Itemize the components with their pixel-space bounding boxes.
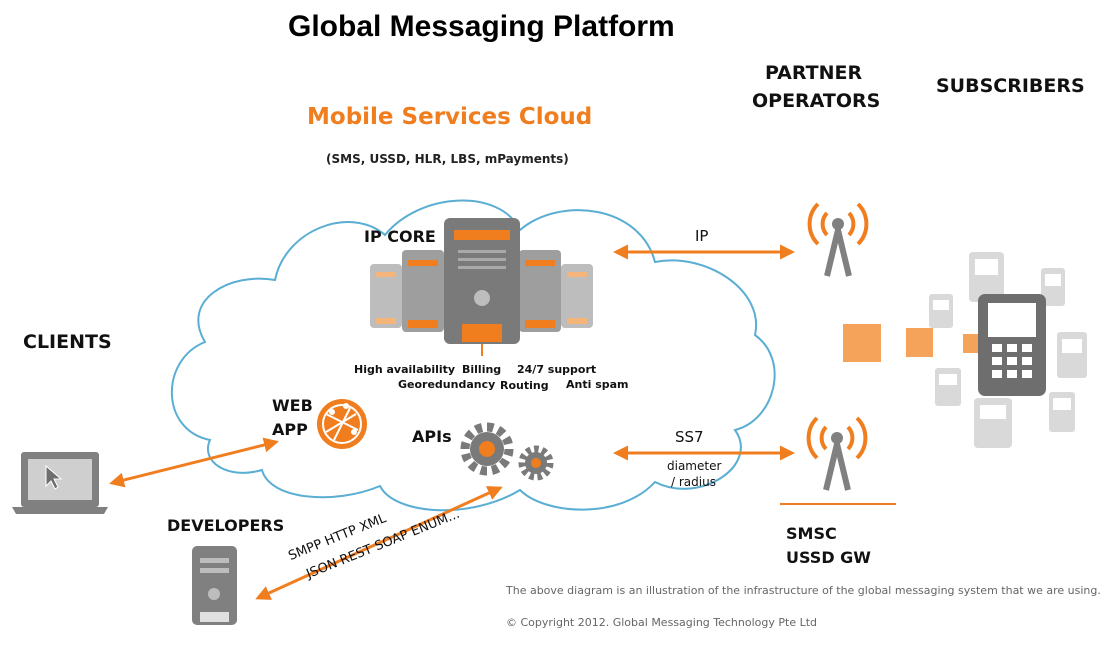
ss7-link-label: SS7 <box>675 428 704 446</box>
developers-label: DEVELOPERS <box>167 516 285 535</box>
partner-operators-label-line2: OPERATORS <box>752 90 881 112</box>
feature-routing: Routing <box>500 379 549 392</box>
feature-georedundancy: Georedundancy <box>398 378 496 391</box>
web-app-label-line1: WEB <box>272 396 313 415</box>
connector-squares <box>843 324 979 362</box>
diameter-label: diameter <box>667 459 722 473</box>
apis-label: APIs <box>412 427 452 446</box>
apis-gears-icon <box>460 422 554 481</box>
smsc-label: SMSC <box>786 524 837 543</box>
ip-core-label: IP CORE <box>364 227 436 246</box>
feature-anti-spam: Anti spam <box>566 378 629 391</box>
partner-operators-label-line1: PARTNER <box>765 62 863 84</box>
subscriber-phones-icon <box>929 252 1087 448</box>
link-arrows <box>109 244 795 600</box>
feature-billing: Billing <box>462 363 502 376</box>
ussd-gw-label: USSD GW <box>786 548 871 567</box>
radius-label: / radius <box>671 475 716 489</box>
cloud-subtitle: (SMS, USSD, HLR, LBS, mPayments) <box>326 152 569 166</box>
ss7-partner-tower-icon <box>780 416 896 505</box>
developer-server-icon <box>192 546 237 625</box>
copyright-notice: © Copyright 2012. Global Messaging Techn… <box>506 616 818 629</box>
subscribers-label: SUBSCRIBERS <box>936 75 1085 97</box>
diagram-title: Global Messaging Platform <box>288 10 675 43</box>
feature-support: 24/7 support <box>517 363 597 376</box>
ip-link-label: IP <box>695 227 709 245</box>
web-app-label-line2: APP <box>272 420 308 439</box>
web-app-globe-icon <box>317 399 367 449</box>
feature-high-availability: High availability <box>354 363 456 376</box>
clients-label: CLIENTS <box>23 331 112 353</box>
cloud-title: Mobile Services Cloud <box>307 104 593 130</box>
diagram-caption: The above diagram is an illustration of … <box>506 584 1101 597</box>
client-laptop-icon <box>12 452 108 514</box>
ip-core-server-rack-icon <box>370 218 593 356</box>
ip-partner-tower-icon <box>807 202 869 277</box>
